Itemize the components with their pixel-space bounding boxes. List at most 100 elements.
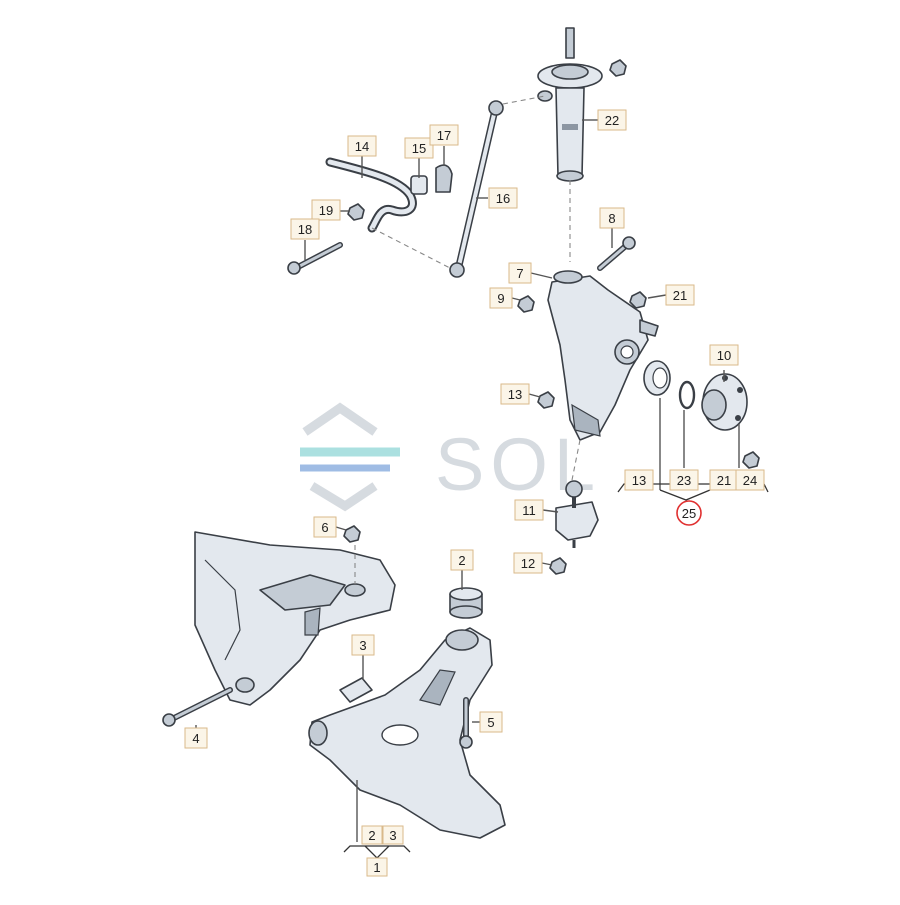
callout-18[interactable]: 18	[290, 218, 320, 240]
callout-14[interactable]: 14	[347, 135, 377, 157]
callout-3-label: 3	[359, 638, 366, 653]
stab-bar-to-link-dash	[371, 227, 451, 269]
nut-9	[517, 295, 535, 313]
watermark-logo: SOL	[300, 402, 595, 512]
callout-17-box	[429, 124, 459, 146]
bolt-18-shaft	[294, 243, 342, 270]
callout-1-box	[366, 857, 388, 877]
callout-1[interactable]: 1	[366, 857, 388, 877]
ball-joint	[549, 480, 599, 575]
callout-12[interactable]: 12	[513, 552, 543, 574]
callout-8-label: 8	[608, 211, 615, 226]
control-arm-cutout	[381, 724, 419, 746]
subframe	[162, 525, 396, 727]
callout-7[interactable]: 7	[508, 262, 532, 284]
nut-21-upper	[629, 291, 647, 309]
bracket-1-tip	[364, 845, 390, 859]
callout-24-label: 24	[743, 473, 757, 488]
ball-joint-body	[555, 501, 599, 541]
callout-12-label: 12	[521, 556, 535, 571]
bushing-2-top	[449, 587, 483, 601]
watermark-chevron-top	[302, 402, 378, 436]
callout-17-label: 17	[437, 128, 451, 143]
callout-22-label: 22	[605, 113, 619, 128]
callout-14-label: 14	[355, 139, 369, 154]
subframe-body	[194, 531, 396, 706]
callout-2b[interactable]: 2	[361, 825, 383, 845]
strut-link-bracket	[537, 90, 553, 102]
callout-10-box	[709, 344, 739, 366]
knuckle-bore-inner	[620, 345, 634, 359]
callout-18-label: 18	[298, 222, 312, 237]
bolt-4-shaft	[168, 688, 232, 722]
callout-19-label: 19	[319, 203, 333, 218]
strut-top-nut	[609, 59, 627, 77]
callout-7-box	[508, 262, 532, 284]
callout-2-box	[450, 549, 474, 571]
callout-3[interactable]: 3	[351, 634, 375, 656]
callout-16[interactable]: 16	[488, 187, 518, 209]
callout-25[interactable]: 25	[676, 500, 702, 526]
callout-2[interactable]: 2	[450, 549, 474, 571]
strut-assembly	[537, 27, 627, 182]
bracket-1	[343, 845, 411, 859]
callout-10[interactable]: 10	[709, 344, 739, 366]
callout-4-box	[184, 727, 208, 749]
callout-13b[interactable]: 13	[624, 469, 654, 491]
callout-11[interactable]: 11	[514, 499, 544, 521]
callout-13a[interactable]: 13	[500, 383, 530, 405]
callout-11-box	[514, 499, 544, 521]
bolt-8-shaft	[598, 242, 630, 270]
leader-12	[541, 562, 553, 566]
leader-21a	[647, 294, 667, 299]
strut-piston-rod	[565, 27, 575, 59]
callout-3b-label: 3	[389, 828, 396, 843]
callout-21a[interactable]: 21	[665, 284, 695, 306]
callout-23[interactable]: 23	[669, 469, 699, 491]
bolt-5-head	[459, 735, 473, 749]
knuckle-body	[547, 275, 649, 441]
callout-8-box	[599, 207, 625, 229]
leader-6	[335, 526, 347, 531]
callout-15[interactable]: 15	[404, 137, 434, 159]
callout-13b-label: 13	[632, 473, 646, 488]
callout-9[interactable]: 9	[489, 287, 513, 309]
callout-3b[interactable]: 3	[382, 825, 404, 845]
callout-10-label: 10	[717, 348, 731, 363]
callout-4-label: 4	[192, 731, 199, 746]
callout-4[interactable]: 4	[184, 727, 208, 749]
strut-slot	[562, 124, 578, 130]
stab-bushing	[410, 175, 428, 195]
callout-21b[interactable]: 21	[709, 469, 739, 491]
callout-16-label: 16	[496, 191, 510, 206]
callout-5-box	[479, 711, 503, 733]
callout-24[interactable]: 24	[735, 469, 765, 491]
stab-clamp	[435, 164, 453, 193]
callout-21a-box	[665, 284, 695, 306]
bolt-8-head	[622, 236, 636, 250]
callout-8[interactable]: 8	[599, 207, 625, 229]
subframe-bolt-hole	[235, 677, 255, 693]
callout-5[interactable]: 5	[479, 711, 503, 733]
callout-12-box	[513, 552, 543, 574]
callout-17[interactable]: 17	[429, 124, 459, 146]
callout-23-label: 23	[677, 473, 691, 488]
callout-6-label: 6	[321, 520, 328, 535]
callout-6-box	[313, 516, 337, 538]
callout-3b-box	[382, 825, 404, 845]
subframe-mount-hole	[344, 583, 366, 597]
wheel-hub-center	[701, 389, 727, 421]
wheel-bearing-group	[643, 360, 760, 469]
callout-9-box	[489, 287, 513, 309]
callout-19[interactable]: 19	[311, 199, 341, 221]
control-arm	[308, 587, 506, 839]
leader-lines	[195, 119, 740, 842]
callout-22[interactable]: 22	[597, 109, 627, 131]
bracket-25-tip	[659, 489, 711, 501]
callout-22-box	[597, 109, 627, 131]
strut-mount-top	[551, 64, 589, 80]
callout-2b-box	[361, 825, 383, 845]
callout-2-label: 2	[458, 553, 465, 568]
callout-6[interactable]: 6	[313, 516, 337, 538]
